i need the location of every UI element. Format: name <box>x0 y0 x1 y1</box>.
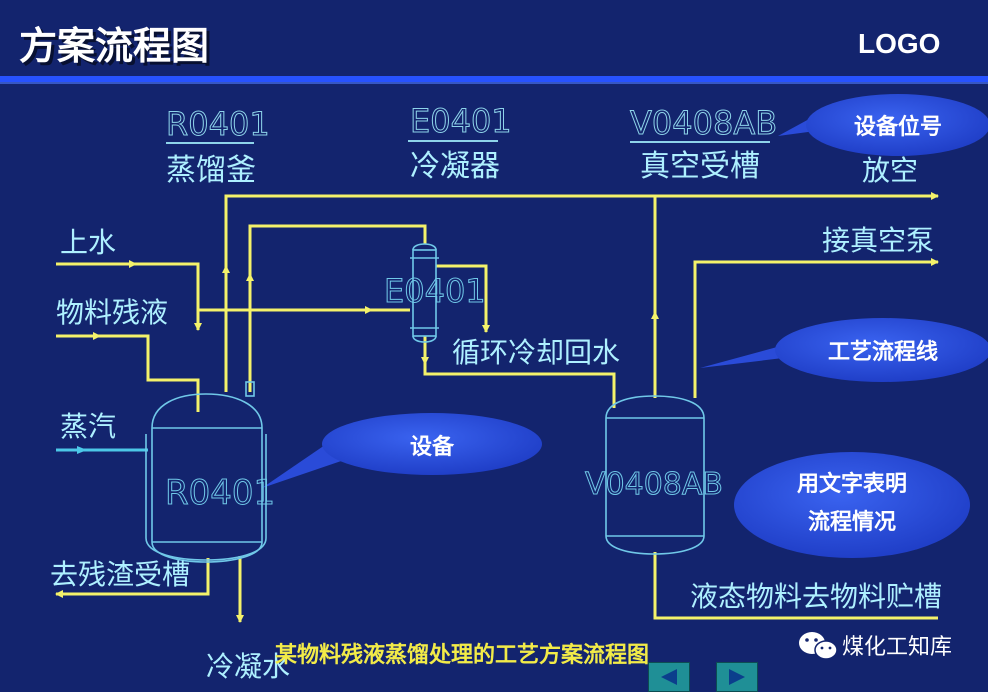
callout-text-line2: 流程情况 <box>807 510 896 535</box>
label-v0408-tag: V0408AB <box>630 104 777 142</box>
callout-process-line-text: 工艺流程线 <box>827 340 938 365</box>
label-r0401-tag: R0401 <box>166 105 270 143</box>
callout-tag-bubble <box>806 94 988 156</box>
label-e0401-tag: E0401 <box>410 102 512 140</box>
label-return-water: 循环冷却回水 <box>452 336 620 369</box>
callout-process-line: 工艺流程线 <box>778 318 988 382</box>
prev-slide-button[interactable] <box>648 662 690 692</box>
r0401-vessel-tag: R0401 <box>165 473 275 513</box>
label-vent: 放空 <box>862 154 918 187</box>
label-feed-liquid: 物料残液 <box>56 296 168 329</box>
label-product: 液态物料去物料贮槽 <box>690 580 942 613</box>
callout-line-bubble <box>775 318 988 382</box>
page-title: 方案流程图 <box>19 23 209 68</box>
label-steam: 蒸汽 <box>60 410 116 443</box>
callout-text-line1: 用文字表明 <box>796 472 907 497</box>
next-slide-button[interactable] <box>716 662 758 692</box>
label-vacuum-pump: 接真空泵 <box>822 224 934 257</box>
logo-text: LOGO <box>858 28 940 59</box>
callout-equipment-tag-text: 设备位号 <box>853 115 942 140</box>
right-triangle-icon <box>729 669 745 685</box>
label-v0408-name: 真空受槽 <box>640 149 760 184</box>
diagram-caption: 某物料残液蒸馏处理的工艺方案流程图 <box>275 642 649 668</box>
r0401-vessel <box>145 381 267 563</box>
wechat-logo-icon <box>799 632 838 660</box>
watermark-text: 煤化工知库 <box>842 635 952 660</box>
callout-equipment: 设备 <box>322 414 542 476</box>
page-title-shadow: 方案流程图 <box>22 26 212 71</box>
process-lines <box>55 192 939 623</box>
callout-equipment-text: 设备 <box>409 435 454 460</box>
label-residue: 去残渣受槽 <box>50 558 190 591</box>
callout-equipment-bubble <box>322 413 542 475</box>
title-divider-highlight <box>0 82 988 84</box>
label-condensate: 冷凝水 <box>206 650 290 683</box>
callout-equipment-tag: 设备位号 <box>808 94 988 156</box>
v0408-receiver <box>605 395 705 555</box>
title-divider <box>0 76 988 82</box>
label-r0401-name: 蒸馏釜 <box>166 153 256 188</box>
callout-text-description: 用文字表明 流程情况 <box>734 452 970 556</box>
label-feed-water: 上水 <box>60 226 116 259</box>
callout-text-bubble <box>734 452 970 558</box>
e0401-condenser <box>410 243 439 343</box>
v0408-receiver-tag: V0408AB <box>585 467 723 502</box>
label-e0401-name: 冷凝器 <box>410 149 500 184</box>
left-triangle-icon <box>661 669 677 685</box>
e0401-condenser-tag: E0401 <box>384 272 486 310</box>
